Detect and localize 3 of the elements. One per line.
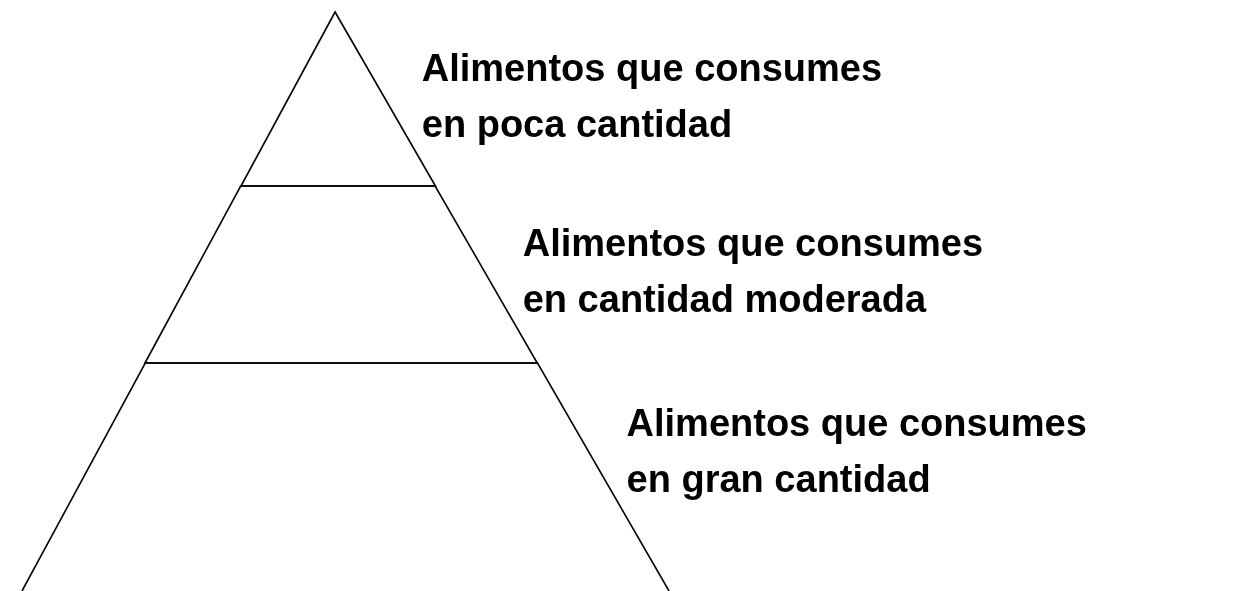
- tier-caption: Alimentos que consumes en gran cantidad: [626, 401, 1088, 502]
- tier-caption: Alimentos que consumes en cantidad moderada: [522, 221, 985, 322]
- tier-caption: Alimentos que consumes en poca cantidad: [421, 46, 884, 147]
